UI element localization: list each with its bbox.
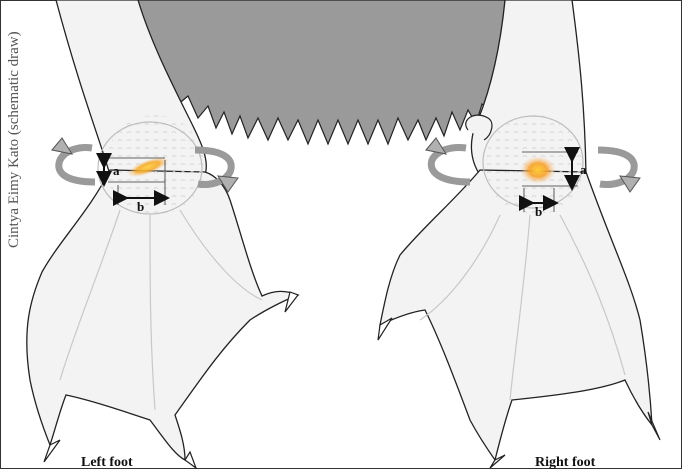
right-dim-b-label: b <box>535 204 542 219</box>
left-foot-label: Left foot <box>81 455 133 469</box>
left-dim-a-label: a <box>113 163 120 178</box>
credit-text: Cintya Eimy Kato (schematic draw) <box>6 31 22 248</box>
right-dim-a-label: a <box>580 162 587 177</box>
left-dim-b-label: b <box>137 199 144 214</box>
right-foot-label: Right foot <box>535 455 596 469</box>
right-lesion <box>520 156 556 184</box>
